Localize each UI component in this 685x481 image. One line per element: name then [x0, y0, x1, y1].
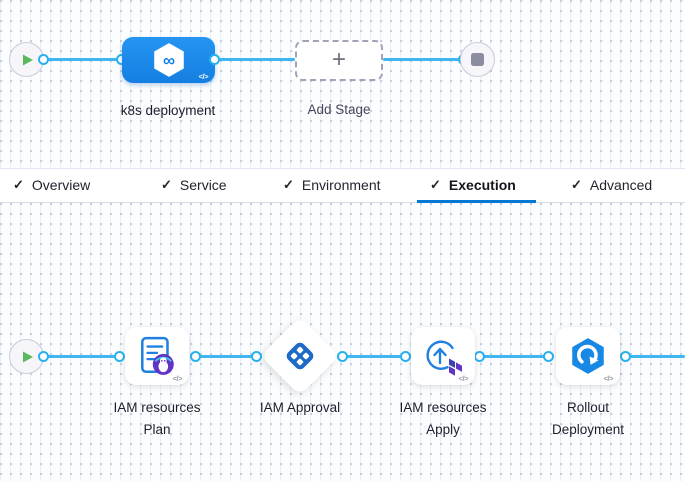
check-icon: ✓ — [13, 177, 24, 192]
connector-dot — [38, 351, 49, 362]
yaml-code-toggle[interactable]: </> — [603, 374, 614, 383]
connector-dot — [474, 351, 485, 362]
stop-icon — [471, 53, 484, 66]
connector-line — [342, 355, 407, 358]
step-rollout-deployment[interactable]: </> — [556, 327, 620, 385]
harness-approval-diamond-icon — [286, 342, 314, 370]
step-label: IAM resources Plan — [113, 400, 201, 437]
connector-dot — [400, 351, 411, 362]
connector-line — [383, 58, 464, 61]
step-label: Rollout Deployment — [551, 400, 625, 437]
check-icon: ✓ — [571, 177, 582, 192]
stage-node-k8s-deployment[interactable]: ∞ </> — [122, 37, 215, 83]
step-iam-resources-plan[interactable]: </> — [125, 327, 189, 385]
check-icon: ✓ — [430, 177, 441, 192]
connector-dot — [38, 54, 49, 65]
connector-dot — [251, 351, 262, 362]
active-tab-underline — [417, 200, 536, 203]
connector-line — [479, 355, 549, 358]
tab-advanced[interactable]: ✓ Advanced — [571, 177, 653, 193]
harness-cd-hexagon-icon: ∞ — [153, 43, 184, 77]
plus-icon: + — [331, 45, 346, 73]
connector-line — [44, 58, 122, 61]
yaml-code-toggle[interactable]: </> — [458, 374, 469, 383]
connector-line — [44, 355, 121, 358]
infinity-glyph: ∞ — [162, 51, 174, 70]
step-label: IAM resources Apply — [399, 400, 487, 437]
tab-environment[interactable]: ✓ Environment — [283, 177, 381, 193]
connector-dot — [114, 351, 125, 362]
connector-dot — [543, 351, 554, 362]
yaml-code-toggle[interactable]: </> — [198, 72, 209, 81]
check-icon: ✓ — [283, 177, 294, 192]
connector-line — [215, 58, 295, 61]
connector-line — [196, 355, 258, 358]
terraform-apply-circle-arrow-icon — [426, 340, 462, 376]
connector-dot — [337, 351, 348, 362]
stage-pipeline-canvas: ∞ </> + k8s deployment Add Stage — [0, 0, 685, 168]
connector-dot — [209, 54, 220, 65]
add-stage-label: Add Stage — [307, 102, 371, 117]
k8s-rollout-icon — [572, 338, 604, 374]
play-icon — [22, 54, 33, 65]
connector-line — [625, 355, 685, 358]
stage-config-tabbar: ✓ Overview ✓ Service ✓ Environment ✓ Exe… — [0, 168, 685, 203]
pipeline-end-node[interactable] — [460, 42, 495, 77]
step-iam-resources-apply[interactable]: </> — [411, 327, 475, 385]
terraform-plan-document-icon — [141, 336, 174, 375]
connector-dot — [190, 351, 201, 362]
stage-label: k8s deployment — [120, 103, 216, 118]
execution-canvas: </> — [0, 203, 685, 481]
tab-overview[interactable]: ✓ Overview — [13, 177, 91, 193]
tab-service[interactable]: ✓ Service — [161, 177, 227, 193]
add-stage-button[interactable]: + — [295, 40, 383, 81]
step-label: IAM Approval — [259, 400, 341, 415]
step-iam-approval[interactable] — [260, 316, 340, 396]
tab-execution[interactable]: ✓ Execution — [430, 177, 516, 193]
play-icon — [22, 351, 33, 362]
check-icon: ✓ — [161, 177, 172, 192]
yaml-code-toggle[interactable]: </> — [172, 374, 183, 383]
connector-dot — [620, 351, 631, 362]
